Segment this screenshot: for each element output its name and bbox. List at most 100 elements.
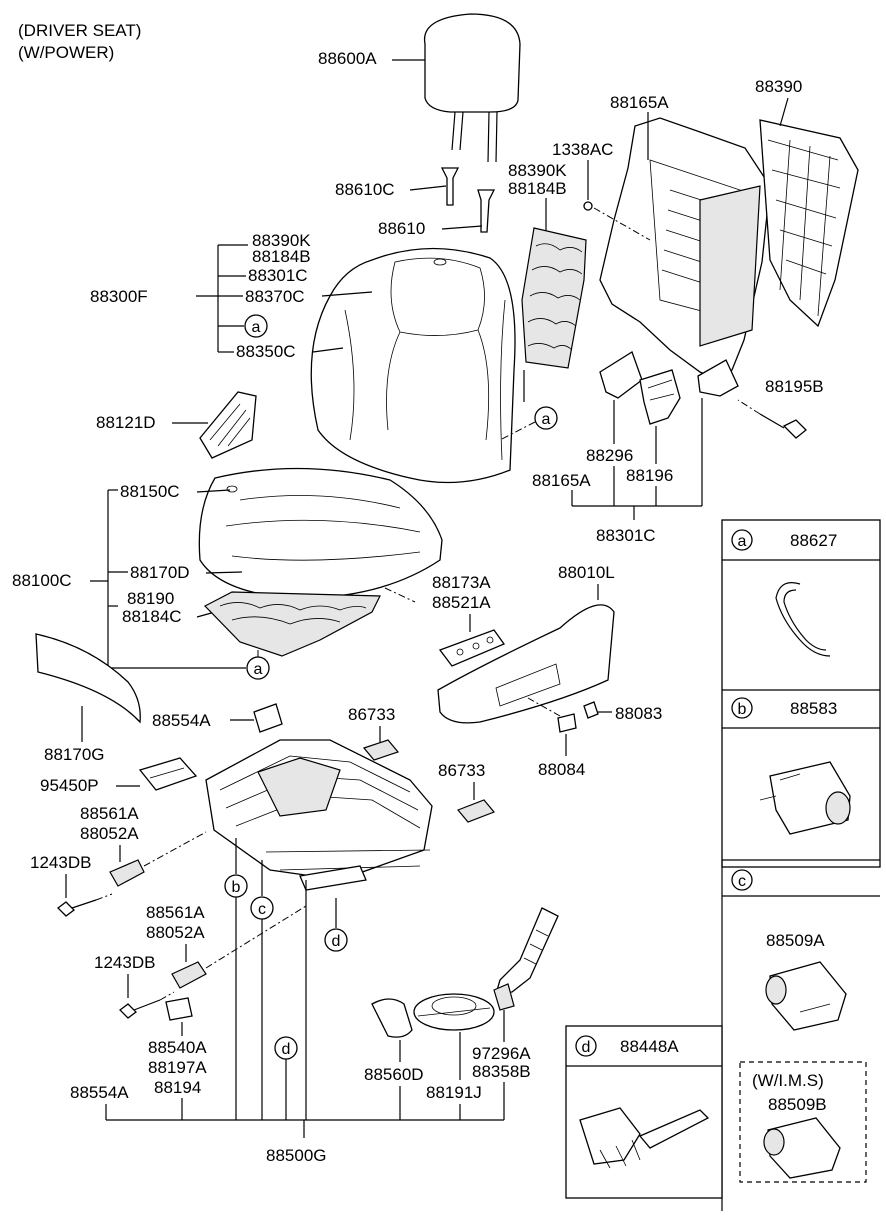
label-88500G: 88500G	[266, 1146, 327, 1165]
callout-c-text: c	[258, 901, 266, 918]
callout-d-1-text: d	[332, 933, 341, 950]
bolt-1243DB-b-illustration	[119, 999, 161, 1019]
legend-callout-d	[575, 1035, 597, 1057]
ims-variant-box	[739, 1061, 867, 1183]
callout-a-1-text: a	[252, 319, 261, 336]
recliner-88196-illustration	[639, 369, 681, 425]
label-88197A: 88197A	[148, 1058, 207, 1077]
legend-callout-a	[731, 529, 753, 551]
label-88184B-b: 88184B	[508, 179, 567, 198]
headrest-illustration	[423, 13, 521, 163]
bolt-88195B-illustration	[759, 413, 807, 439]
label-88052A-b: 88052A	[146, 923, 205, 942]
label-1338AC: 1338AC	[552, 140, 613, 159]
trim-88121D-illustration	[199, 391, 257, 459]
label-88165A-top: 88165A	[610, 93, 669, 112]
label-88173A: 88173A	[432, 573, 491, 592]
label-88191J: 88191J	[426, 1083, 482, 1102]
bolt-1243DB-a-illustration	[57, 899, 97, 917]
module-88554A-illustration	[253, 703, 283, 733]
legend-part-d: 88448A	[620, 1037, 679, 1056]
label-95450P: 95450P	[40, 776, 99, 795]
seat-back-frame-illustration	[599, 117, 771, 381]
callout-a-2-text: a	[254, 661, 263, 678]
label-88540A: 88540A	[148, 1038, 207, 1057]
seat-back-illustration	[310, 247, 516, 484]
label-88300F: 88300F	[90, 287, 148, 306]
label-88084: 88084	[538, 760, 585, 779]
label-88083: 88083	[615, 704, 662, 723]
label-88121D: 88121D	[96, 413, 156, 432]
clip-88627-illustration	[775, 582, 831, 657]
motor-88448A-illustration	[579, 1107, 710, 1169]
label-88610C: 88610C	[335, 180, 395, 199]
label-88554A-bot: 88554A	[70, 1083, 129, 1102]
seat-track-frame-illustration	[205, 739, 433, 891]
label-88184B-a: 88184B	[252, 247, 311, 266]
label-88370C: 88370C	[245, 287, 305, 306]
clip-86733-a-illustration	[362, 739, 400, 761]
cover-88561A-a-illustration	[109, 859, 145, 887]
lever-88560D-illustration	[371, 998, 413, 1038]
label-88196: 88196	[626, 466, 673, 485]
knob-88084-illustration	[557, 713, 577, 733]
side-shield-88010L-illustration	[437, 604, 615, 724]
label-86733-b: 86733	[438, 761, 485, 780]
legend-part-b: 88583	[790, 699, 837, 718]
legend-callout-c	[731, 869, 753, 891]
lumbar-mesh-88390-illustration	[759, 119, 859, 328]
label-88561A-b: 88561A	[146, 903, 205, 922]
pump-88191J-illustration	[413, 993, 495, 1031]
label-88100C: 88100C	[12, 571, 72, 590]
label-88390: 88390	[755, 77, 802, 96]
recliner-88296-illustration	[599, 351, 643, 399]
switch-88173A-illustration	[438, 629, 506, 667]
header-subtitle: (W/POWER)	[18, 43, 114, 62]
callout-d-1	[324, 928, 348, 952]
callout-a-3-text: a	[542, 411, 551, 428]
label-88561A-a: 88561A	[80, 804, 139, 823]
motor-88509A-illustration	[765, 961, 847, 1031]
module-88540A-illustration	[165, 997, 193, 1021]
label-88600A: 88600A	[318, 49, 377, 68]
label-88150C: 88150C	[120, 482, 180, 501]
label-88390K-a: 88390K	[252, 231, 311, 250]
label-88521A: 88521A	[432, 593, 491, 612]
legend-part-c: 88509A	[766, 931, 825, 950]
label-88052A-a: 88052A	[80, 824, 139, 843]
label-86733-a: 86733	[348, 705, 395, 724]
label-88390K-b: 88390K	[508, 161, 567, 180]
label-88350C: 88350C	[236, 342, 296, 361]
label-88610: 88610	[378, 219, 425, 238]
heater-mat-cushion-illustration	[204, 591, 381, 657]
nut-1338AC	[583, 201, 593, 211]
callout-a-1	[244, 314, 268, 338]
label-88165A-bot: 88165A	[532, 471, 591, 490]
label-1243DB-a: 1243DB	[30, 853, 91, 872]
legend-callout-c-text: c	[738, 873, 746, 890]
legend-part-a: 88627	[790, 531, 837, 550]
label-88358B: 88358B	[472, 1062, 531, 1081]
label-88010L: 88010L	[558, 563, 615, 582]
legend-callout-d-text: d	[582, 1039, 591, 1056]
legend-callout-b	[731, 697, 753, 719]
legend-callout-a-text: a	[738, 533, 747, 550]
knob-88083-illustration	[583, 701, 599, 719]
label-88301C-a: 88301C	[248, 266, 308, 285]
motor-88583-illustration	[759, 761, 851, 835]
cover-88561A-b-illustration	[171, 961, 207, 989]
label-97296A: 97296A	[472, 1044, 531, 1063]
motor-88509B-illustration	[763, 1117, 841, 1179]
legend-callout-b-text: b	[738, 701, 747, 718]
label-88170D: 88170D	[130, 563, 190, 582]
heater-mat-back-illustration	[521, 227, 587, 369]
seat-cushion-illustration	[198, 467, 443, 599]
side-panel-88170G-illustration	[35, 633, 141, 724]
bracket-88165A-lower-illustration	[697, 359, 739, 397]
label-1243DB-b: 1243DB	[94, 953, 155, 972]
callout-b-text: b	[232, 879, 241, 896]
ims-title: (W/I.M.S)	[752, 1071, 824, 1090]
label-88194: 88194	[154, 1078, 201, 1097]
label-88170G: 88170G	[44, 745, 105, 764]
